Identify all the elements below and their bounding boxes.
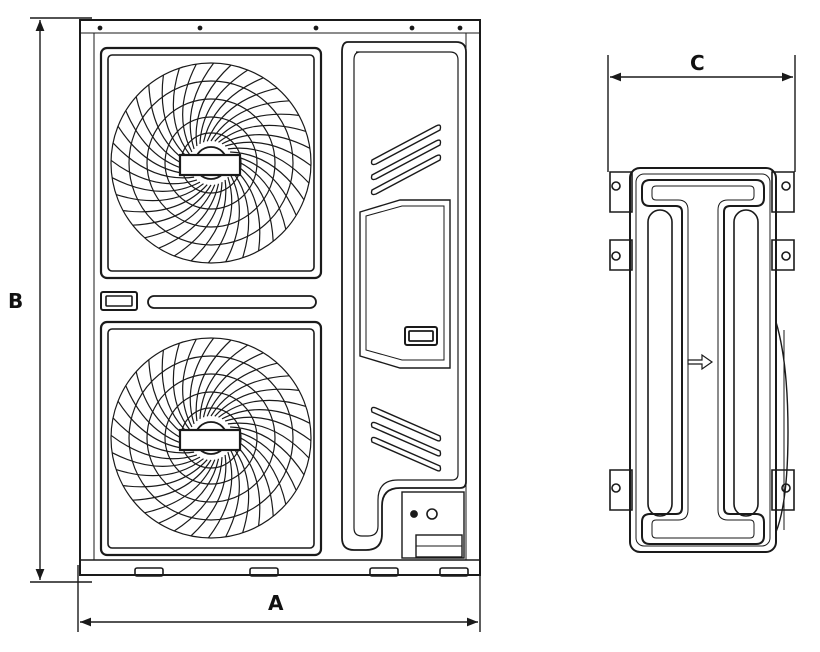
fan-spiral-spoke — [224, 141, 312, 167]
fan-spiral-spoke — [173, 182, 223, 257]
fan-spiral-spoke — [123, 184, 208, 213]
service-panel — [341, 41, 467, 559]
fan-grille-ring — [110, 337, 312, 539]
mounting-brackets — [609, 171, 795, 511]
fan-spiral-spoke — [161, 350, 190, 435]
logo-plate — [100, 291, 138, 311]
fan-spiral-spoke — [218, 124, 307, 143]
fan-spiral-spoke — [111, 452, 201, 467]
fan-spiral-spoke — [231, 170, 250, 259]
dimension-c — [607, 55, 796, 172]
front-view — [79, 19, 481, 577]
fan-spiral-spoke — [115, 183, 204, 202]
fan-grille-ring — [128, 80, 294, 246]
fan-spiral-spoke — [144, 459, 216, 514]
fan-spiral-spoke — [207, 451, 233, 539]
fan-spiral-spoke — [202, 352, 264, 418]
lower-louvres — [370, 406, 442, 472]
fan-grille-ring — [110, 62, 312, 264]
fan-spiral-spoke — [221, 134, 311, 149]
fan-spiral-spoke — [182, 63, 197, 153]
airflow-arrow-icon — [687, 353, 714, 371]
fan-spiral-spoke — [207, 176, 233, 264]
fan-spiral-spoke — [199, 69, 249, 144]
fan-spiral-spoke — [202, 77, 264, 143]
fan-spiral-spoke — [206, 87, 278, 142]
lower-fan-grille — [99, 320, 323, 557]
upper-fan-center-badge — [178, 153, 242, 177]
fan-spiral-spoke — [110, 159, 198, 185]
fan-spiral-spoke — [189, 62, 215, 150]
fan-spiral-spoke — [190, 454, 227, 537]
fan-spiral-spoke — [195, 339, 232, 422]
lower-fan-center-badge — [178, 428, 242, 452]
fan-spiral-spoke — [214, 113, 299, 142]
fan-grille-ring — [128, 355, 294, 521]
valve-cover — [401, 491, 465, 559]
fan-spiral-spoke — [189, 337, 215, 425]
fan-spiral-spoke — [195, 64, 232, 147]
dimension-b-label: B — [8, 289, 23, 313]
fan-spiral-spoke — [221, 409, 311, 424]
upper-fan-grille — [99, 46, 323, 280]
base-feet — [134, 567, 469, 577]
fan-spiral-spoke — [218, 399, 307, 418]
fan-spiral-spoke — [173, 457, 223, 532]
fan-spiral-spoke — [210, 100, 290, 142]
side-panel-body — [629, 167, 777, 553]
fan-spiral-spoke — [112, 142, 195, 179]
fan-spiral-spoke — [158, 183, 220, 249]
fan-spiral-spoke — [190, 179, 227, 262]
fan-grille-ring — [146, 98, 276, 228]
fan-spiral-spoke — [230, 426, 305, 476]
fan-spiral-spoke — [132, 184, 212, 226]
fan-spiral-spoke — [214, 388, 299, 417]
fan-spiral-spoke — [132, 459, 212, 501]
fan-grille-ring — [164, 391, 258, 485]
fan-spiral-spoke — [227, 147, 310, 184]
fan-spiral-spoke — [199, 344, 249, 419]
middle-rail — [147, 295, 317, 309]
fan-spiral-spoke — [158, 458, 220, 524]
fan-spiral-spoke — [182, 338, 197, 428]
fan-spiral-spoke — [111, 177, 201, 192]
fan-spiral-spoke — [225, 448, 240, 538]
fan-spiral-spoke — [110, 434, 198, 460]
fan-grille-ring — [164, 116, 258, 210]
dimension-c-label: C — [690, 51, 705, 75]
dimension-a-label: A — [268, 591, 284, 615]
side-panel-emboss — [641, 179, 765, 545]
fan-spiral-spoke — [206, 362, 278, 417]
fan-spiral-spoke — [224, 416, 312, 442]
fan-spiral-spoke — [161, 75, 190, 160]
fan-spiral-spoke — [172, 342, 191, 431]
fan-spiral-spoke — [115, 458, 204, 477]
dimension-b — [30, 17, 92, 583]
side-view — [609, 167, 795, 553]
fan-spiral-spoke — [172, 67, 191, 156]
upper-louvres — [370, 124, 442, 196]
fan-spiral-spoke — [144, 184, 216, 239]
fan-spiral-spoke — [227, 422, 310, 459]
fan-spiral-spoke — [123, 459, 208, 488]
fan-spiral-spoke — [210, 375, 290, 417]
fan-spiral-spoke — [230, 151, 305, 201]
dimension-a — [77, 565, 481, 632]
front-cabinet-outline — [79, 19, 481, 576]
fan-grille-ring — [146, 373, 276, 503]
service-panel-handle — [404, 326, 438, 346]
fan-spiral-spoke — [225, 173, 240, 263]
fan-spiral-spoke — [112, 417, 195, 454]
fan-spiral-spoke — [231, 445, 250, 534]
